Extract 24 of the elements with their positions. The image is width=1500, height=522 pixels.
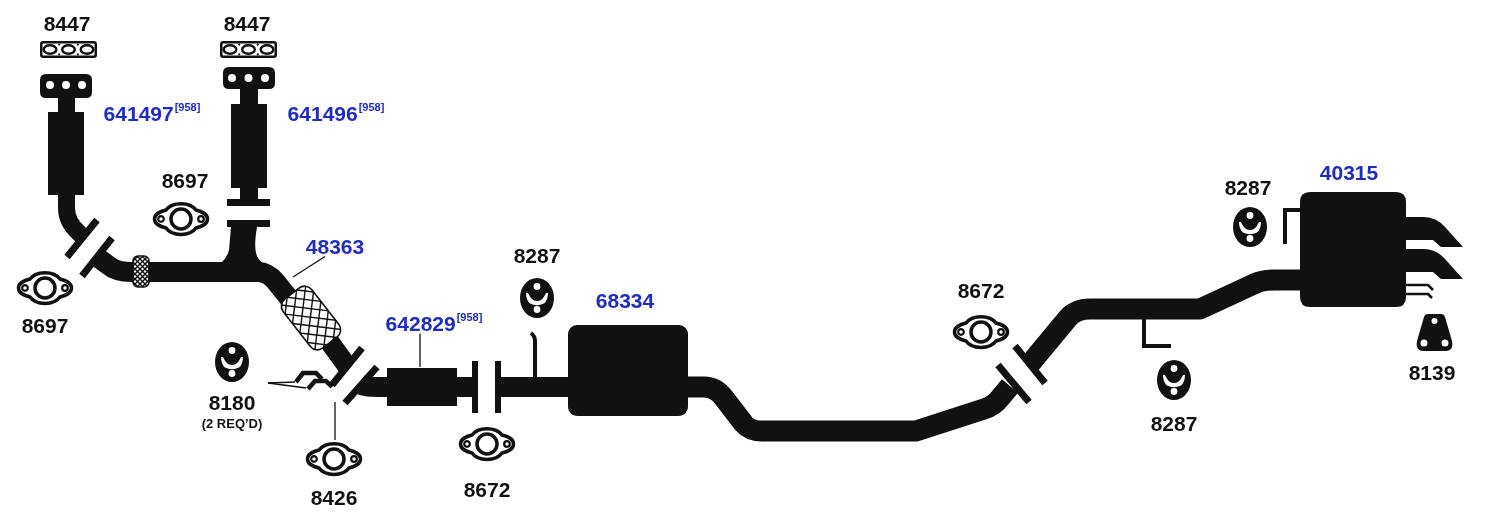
part-number: 8426 — [310, 487, 358, 510]
part-number: 641497$^{[958]}$ — [103, 102, 201, 124]
part-number: 8180 — [208, 392, 256, 415]
leader-line — [419, 332, 421, 368]
part-number: 642829$^{[958]}$ — [385, 312, 483, 334]
part-number: 8697 — [21, 314, 69, 336]
part-number: 40315 — [1319, 161, 1379, 183]
leader-line — [292, 255, 326, 278]
leader-line — [267, 382, 307, 389]
quantity-note: (2 REQ’D) — [201, 417, 263, 431]
part-number: 641496$^{[958]}$ — [287, 102, 385, 124]
part-number: 48363 — [305, 235, 365, 257]
part-number: 8672 — [957, 279, 1005, 301]
part-number: 8139 — [1408, 361, 1456, 383]
part-number: 8287 — [1224, 176, 1272, 198]
part-number: 8287 — [513, 244, 561, 266]
part-number: 8287 — [1150, 412, 1198, 434]
part-number: 8672 — [463, 478, 511, 500]
part-number: 8447 — [223, 12, 271, 34]
part-number: 8447 — [43, 12, 91, 34]
leader-line — [334, 401, 336, 441]
leader-line — [267, 381, 296, 384]
part-number: 68334 — [595, 289, 655, 311]
part-number: 8697 — [161, 169, 209, 191]
